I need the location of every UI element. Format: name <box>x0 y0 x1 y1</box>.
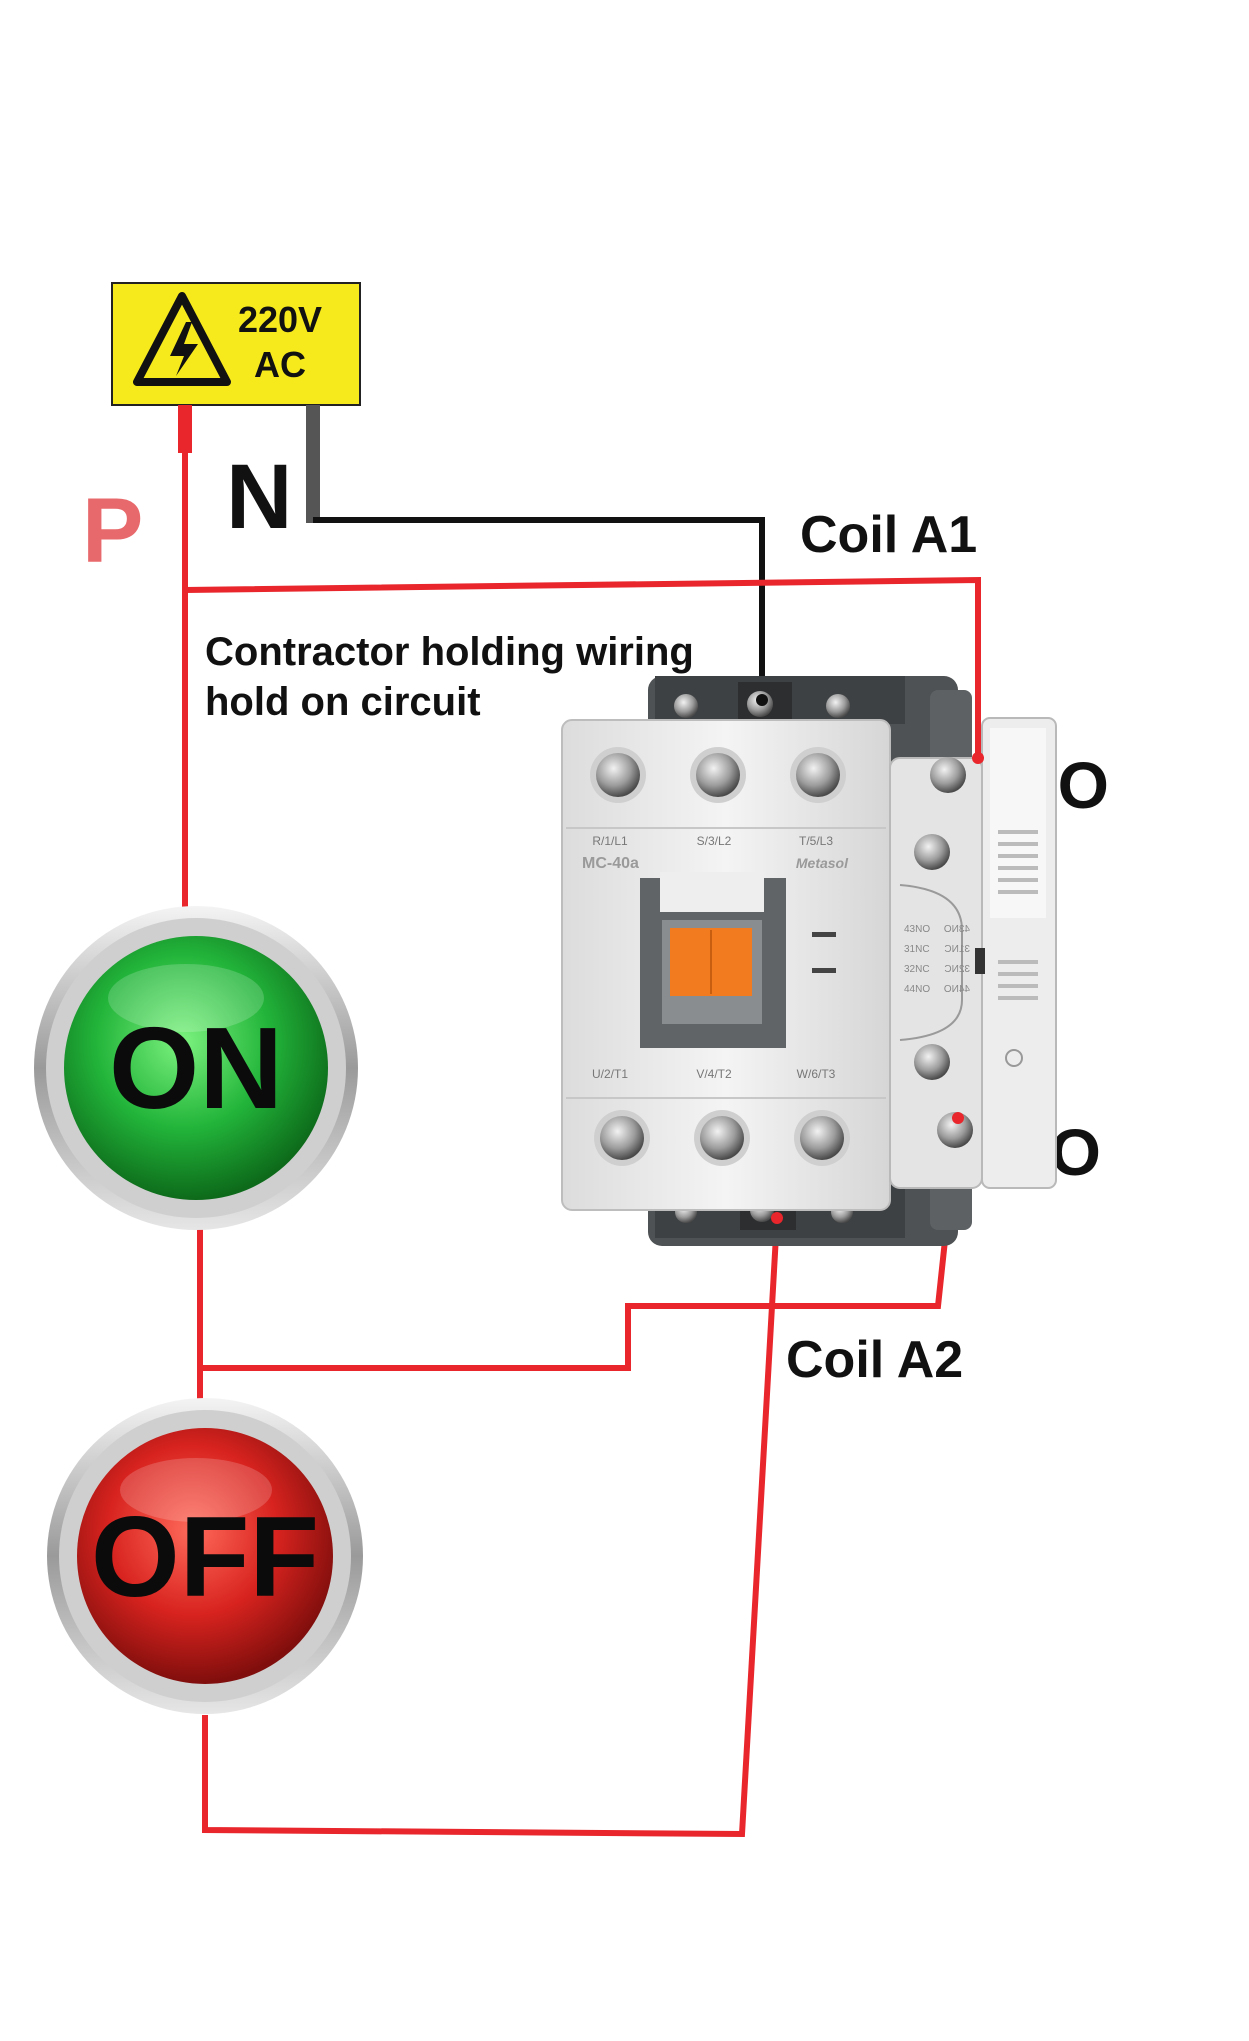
supply-type: AC <box>254 344 306 385</box>
screw-icon <box>937 1112 973 1148</box>
screw-icon <box>596 753 640 797</box>
high-voltage-icon <box>133 292 231 386</box>
terminal-label-t2: V/4/T2 <box>696 1067 732 1081</box>
terminal-label-l3: T/5/L3 <box>799 834 833 848</box>
neutral-terminal-label: N <box>226 446 292 548</box>
aux-contact-labels-mirrored: 43NO 31NC 32NC 44NO <box>944 924 970 995</box>
screw-icon <box>696 753 740 797</box>
screw-icon <box>914 834 950 870</box>
on-button[interactable]: ON <box>34 906 358 1230</box>
rating-plate <box>998 830 1038 1000</box>
auxiliary-contact-block: 43NO 31NC 32NC 44NO 43NO 31NC 32NC 44NO <box>889 717 1057 1189</box>
off-button[interactable]: OFF <box>47 1398 363 1714</box>
ls-logo-icon <box>1005 1049 1023 1067</box>
terminal-label-t3: W/6/T3 <box>797 1067 836 1081</box>
aux-contact-31nc: 31NC <box>904 944 930 955</box>
contactor-armature <box>640 872 786 1048</box>
supply-voltage: 220V <box>238 299 322 340</box>
off-button-label: OFF <box>91 1494 319 1621</box>
screw-icon <box>700 1116 744 1160</box>
terminal-label-l2: S/3/L2 <box>697 834 732 848</box>
screw-icon <box>826 694 850 718</box>
coil-a1-label: Coil A1 <box>800 506 977 564</box>
load-terminal-screws <box>594 1110 850 1166</box>
screw-icon <box>796 753 840 797</box>
supply-warning-label: 220V AC <box>111 282 361 406</box>
aux-contact-44no-mirror: 44NO <box>944 984 970 995</box>
screw-icon <box>800 1116 844 1160</box>
title-line-1: Contractor holding wiring <box>205 630 694 674</box>
neutral-wire <box>306 405 765 700</box>
aux-contact-43no: 43NO <box>904 924 930 935</box>
screw-icon <box>914 1044 950 1080</box>
phase-terminal-label: P <box>82 480 143 582</box>
aux-contact-43no-mirror: 43NO <box>944 924 970 935</box>
contactor: R/1/L1 S/3/L2 T/5/L3 MC-40a Metasol U/2/… <box>561 676 1057 1246</box>
on-button-label: ON <box>109 1003 283 1133</box>
contactor-brand: Metasol <box>796 855 849 871</box>
contactor-model: MC-40a <box>582 855 639 872</box>
aux-contact-32nc: 32NC <box>904 964 930 975</box>
screw-icon <box>600 1116 644 1160</box>
coil-a2-label: Coil A2 <box>786 1331 963 1389</box>
aux-contact-44no: 44NO <box>904 984 930 995</box>
screw-icon <box>930 757 966 793</box>
aux-contact-31nc-mirror: 31NC <box>944 944 970 955</box>
terminal-label-t1: U/2/T1 <box>592 1067 628 1081</box>
screw-icon <box>674 694 698 718</box>
title-line-2: hold on circuit <box>205 680 481 724</box>
line-terminal-screws <box>590 747 846 803</box>
terminal-label-l1: R/1/L1 <box>592 834 628 848</box>
aux-contact-32nc-mirror: 32NC <box>944 964 970 975</box>
